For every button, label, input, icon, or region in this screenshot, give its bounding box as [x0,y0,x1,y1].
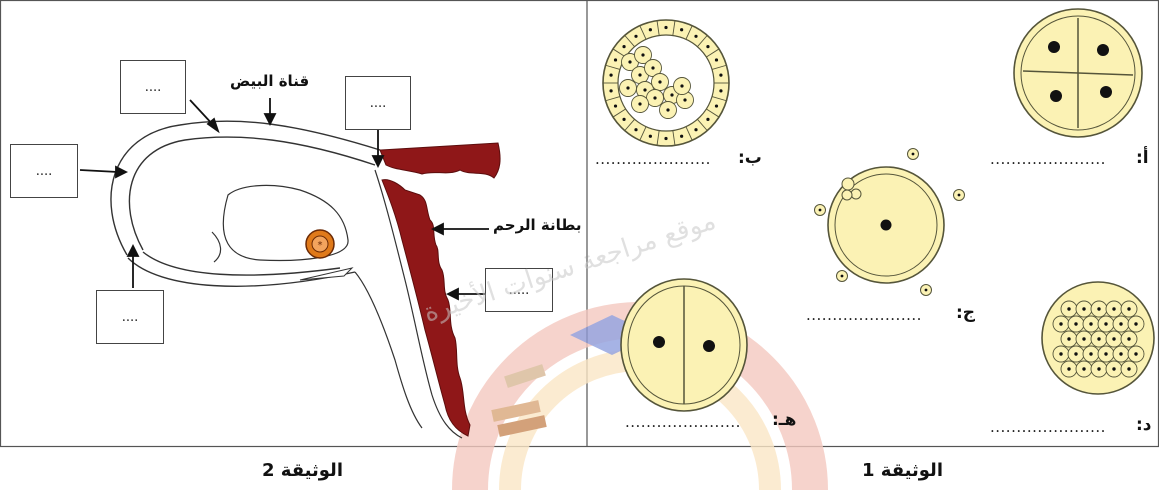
blastula-wall-nucleus [634,128,637,131]
inner-cell-nucleus [643,88,646,91]
blastula-wall-nucleus [649,135,652,138]
inner-cell-nucleus [658,80,661,83]
blastula-wall-nucleus [634,35,637,38]
blastula-wall-nucleus [715,58,718,61]
inner-cell-nucleus [653,96,656,99]
stage-e-blank[interactable]: ...................... [625,413,741,431]
morula-nucleus [1067,367,1070,370]
morula-nucleus [1097,367,1100,370]
blank-box-upper-right[interactable]: .... [345,76,411,130]
blastula-wall-nucleus [622,45,625,48]
morula-nucleus [1059,322,1062,325]
blank-box-bottom[interactable]: .... [96,290,164,344]
stage-c-letter: ج: [956,303,975,323]
morula-nucleus [1067,307,1070,310]
stage-c-blank[interactable]: ...................... [806,306,922,324]
morula-nucleus [1082,367,1085,370]
stage-a-blank[interactable]: ...................... [990,150,1106,168]
blank-box-top[interactable]: .... [120,60,186,114]
blastula-wall-nucleus [609,74,612,77]
blastula-wall-nucleus [715,104,718,107]
blastula-wall-nucleus [680,135,683,138]
inner-cell-nucleus [638,73,641,76]
morula-nucleus [1119,352,1122,355]
inner-cell-nucleus [683,98,686,101]
blastula-wall-nucleus [664,137,667,140]
inner-cell-nucleus [670,93,673,96]
blastula-wall-nucleus [719,89,722,92]
blastula-wall-nucleus [614,58,617,61]
stage-d-blank[interactable]: ...................... [990,418,1106,436]
morula-cell [1042,282,1154,394]
blank-box-left[interactable]: .... [10,144,78,198]
oviduct-label: قناة البيض [230,72,309,90]
morula-nucleus [1074,352,1077,355]
morula-nucleus [1059,352,1062,355]
morula-nucleus [1074,322,1077,325]
morula-nucleus [1082,337,1085,340]
morula-nucleus [1104,352,1107,355]
inner-cell-nucleus [628,60,631,63]
four-cell-stage-cell [1014,9,1142,137]
stage-a-letter: أ: [1136,148,1149,168]
morula-nucleus [1112,307,1115,310]
blastula-wall-nucleus [694,128,697,131]
morula-nucleus [1112,337,1115,340]
blastula-wall-nucleus [609,89,612,92]
morula-nucleus [1127,367,1130,370]
document-1-caption: الوثيقة 1 [862,460,943,481]
stage-b-blank[interactable]: ...................... [595,150,711,168]
blastula-wall-nucleus [719,74,722,77]
inner-cell-nucleus [641,53,644,56]
fertilized-egg-cell [815,149,965,296]
svg-text:*: * [318,240,323,251]
blastula-wall-nucleus [706,118,709,121]
inner-cell-nucleus [638,102,641,105]
blastula-wall-nucleus [706,45,709,48]
blastula-wall-nucleus [622,118,625,121]
two-cell-stage-cell [621,279,747,411]
blastula-wall-nucleus [649,28,652,31]
morula-nucleus [1097,337,1100,340]
endometrium-label: بطانة الرحم [493,216,582,234]
morula-nucleus [1089,322,1092,325]
stage-b-letter: ب: [738,148,762,168]
blastula-wall-nucleus [680,28,683,31]
morula-nucleus [1134,322,1137,325]
inner-cell-nucleus [680,84,683,87]
oviduct-diagram: * [111,121,380,286]
document-2-caption: الوثيقة 2 [262,460,343,481]
inner-cell-nucleus [666,108,669,111]
inner-cell-nucleus [626,86,629,89]
morula-nucleus [1112,367,1115,370]
morula-nucleus [1104,322,1107,325]
morula-nucleus [1134,352,1137,355]
inner-cell-nucleus [651,66,654,69]
morula-nucleus [1119,322,1122,325]
morula-nucleus [1082,307,1085,310]
morula-nucleus [1127,307,1130,310]
morula-nucleus [1127,337,1130,340]
morula-nucleus [1089,352,1092,355]
morula-nucleus [1097,307,1100,310]
blastula-wall-nucleus [694,35,697,38]
blastula-cell [603,20,729,146]
stage-e-letter: هـ: [772,410,796,430]
morula-nucleus [1067,337,1070,340]
blastula-wall-nucleus [664,26,667,29]
stage-d-letter: د: [1136,415,1152,435]
blastula-wall-nucleus [614,104,617,107]
